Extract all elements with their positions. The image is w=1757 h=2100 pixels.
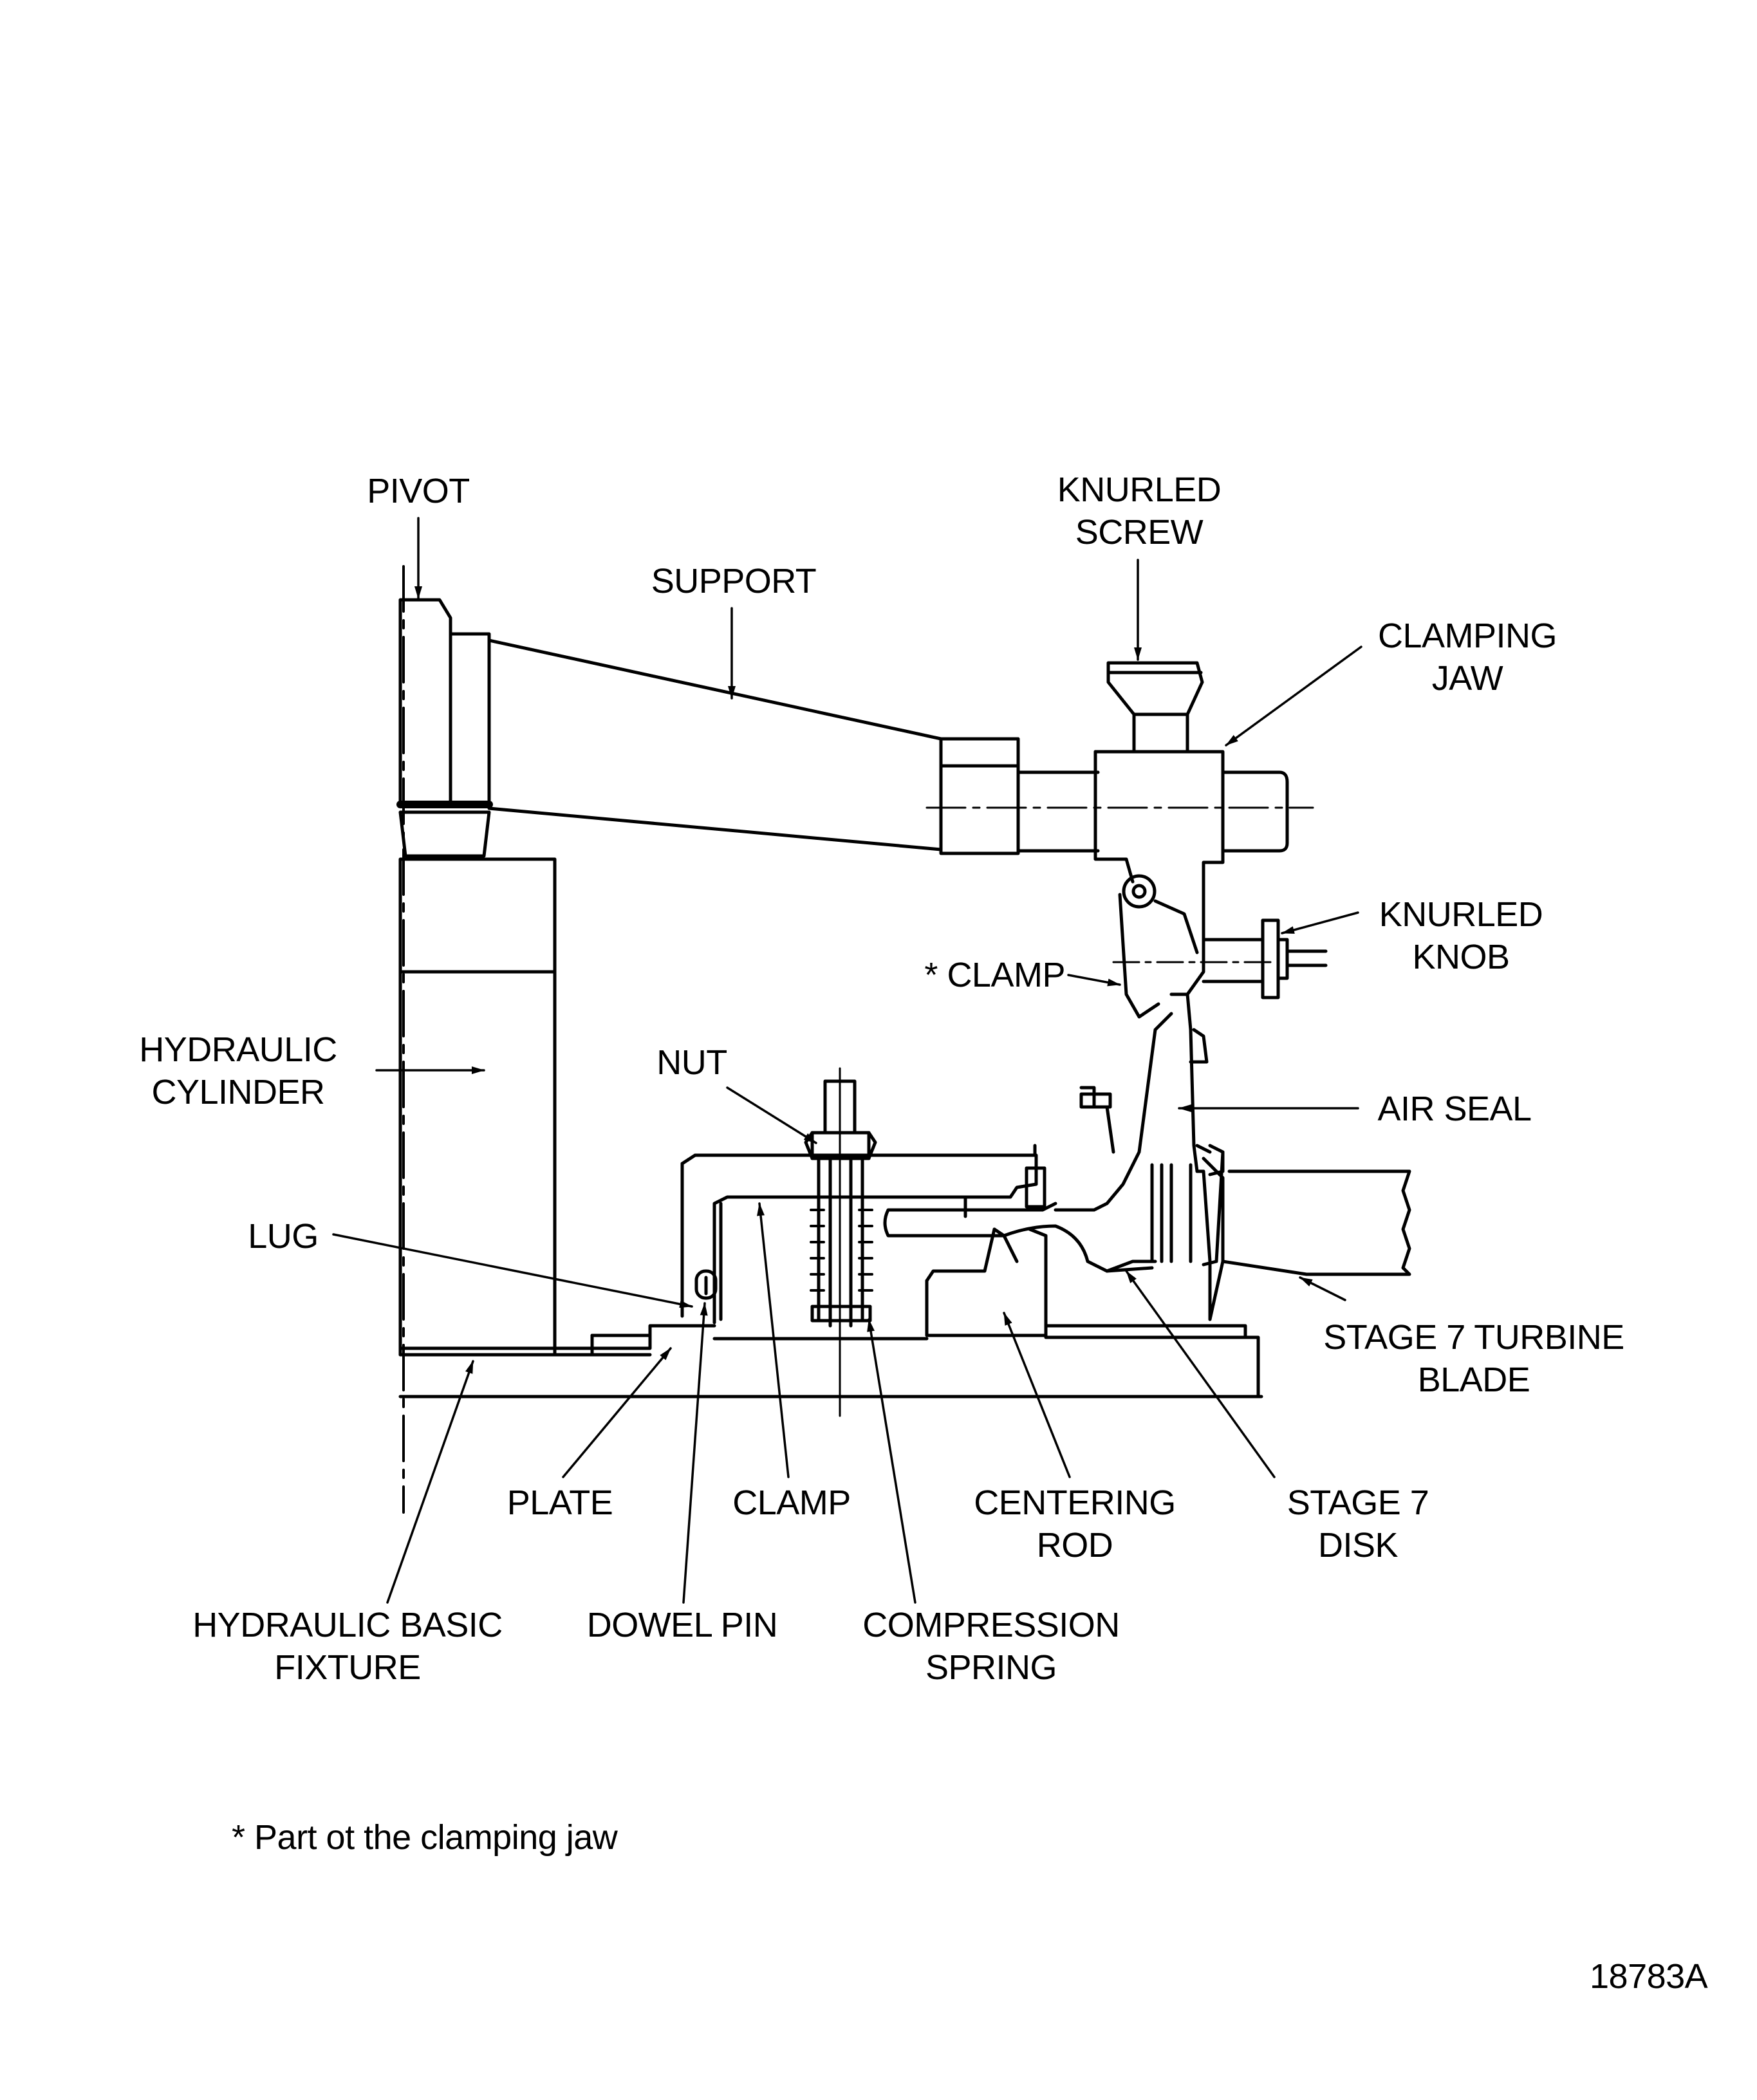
knurled-knob [1202, 918, 1328, 999]
compression-spring [810, 1209, 873, 1323]
leader-plate [562, 1347, 672, 1478]
figure-id: 18783A [1590, 1957, 1708, 1996]
label-plate: PLATE [507, 1483, 613, 1522]
base-fixture [398, 1324, 1263, 1398]
leader-clamping-jaw [1225, 646, 1362, 747]
label-lug: LUG [248, 1217, 319, 1256]
pivot-block [396, 598, 493, 858]
leader-hydraulic-basic-fixture [386, 1360, 474, 1604]
leader-compression-spring [867, 1318, 916, 1604]
label-clamp: CLAMP [732, 1483, 851, 1522]
label-star-clamp: * CLAMP [924, 956, 1065, 994]
knurled-screw [1106, 661, 1204, 754]
dowel-pin-lug [694, 1269, 718, 1300]
support-arm [487, 638, 1314, 855]
turbine-blade [1150, 1144, 1411, 1321]
leader-clamp [757, 1202, 790, 1478]
label-nut: NUT [656, 1043, 727, 1082]
hydraulic-cylinder [398, 857, 557, 1357]
footnote: * Part ot the clamping jaw [232, 1818, 618, 1857]
clamping-jaw [1093, 750, 1289, 1019]
label-pivot: PIVOT [367, 472, 470, 510]
leaders [332, 517, 1362, 1604]
leader-dowel-pin [682, 1302, 708, 1604]
leader-turbine-blade [1299, 1276, 1346, 1301]
label-support: SUPPORT [651, 562, 817, 600]
leader-nut [726, 1086, 817, 1144]
leader-star-clamp [1067, 974, 1121, 987]
centering-rod-block [925, 1227, 1048, 1337]
leader-centering-rod [1003, 1312, 1071, 1478]
label-air-seal: AIR SEAL [1377, 1090, 1532, 1128]
air-seal [1054, 992, 1209, 1212]
leader-lug [332, 1233, 693, 1308]
stage7-disk [883, 1202, 1157, 1273]
leader-stage7-disk [1125, 1270, 1276, 1478]
label-dowel-pin: DOWEL PIN [586, 1606, 778, 1644]
leader-knurled-knob [1281, 911, 1359, 934]
top-clamp [680, 1144, 1046, 1324]
